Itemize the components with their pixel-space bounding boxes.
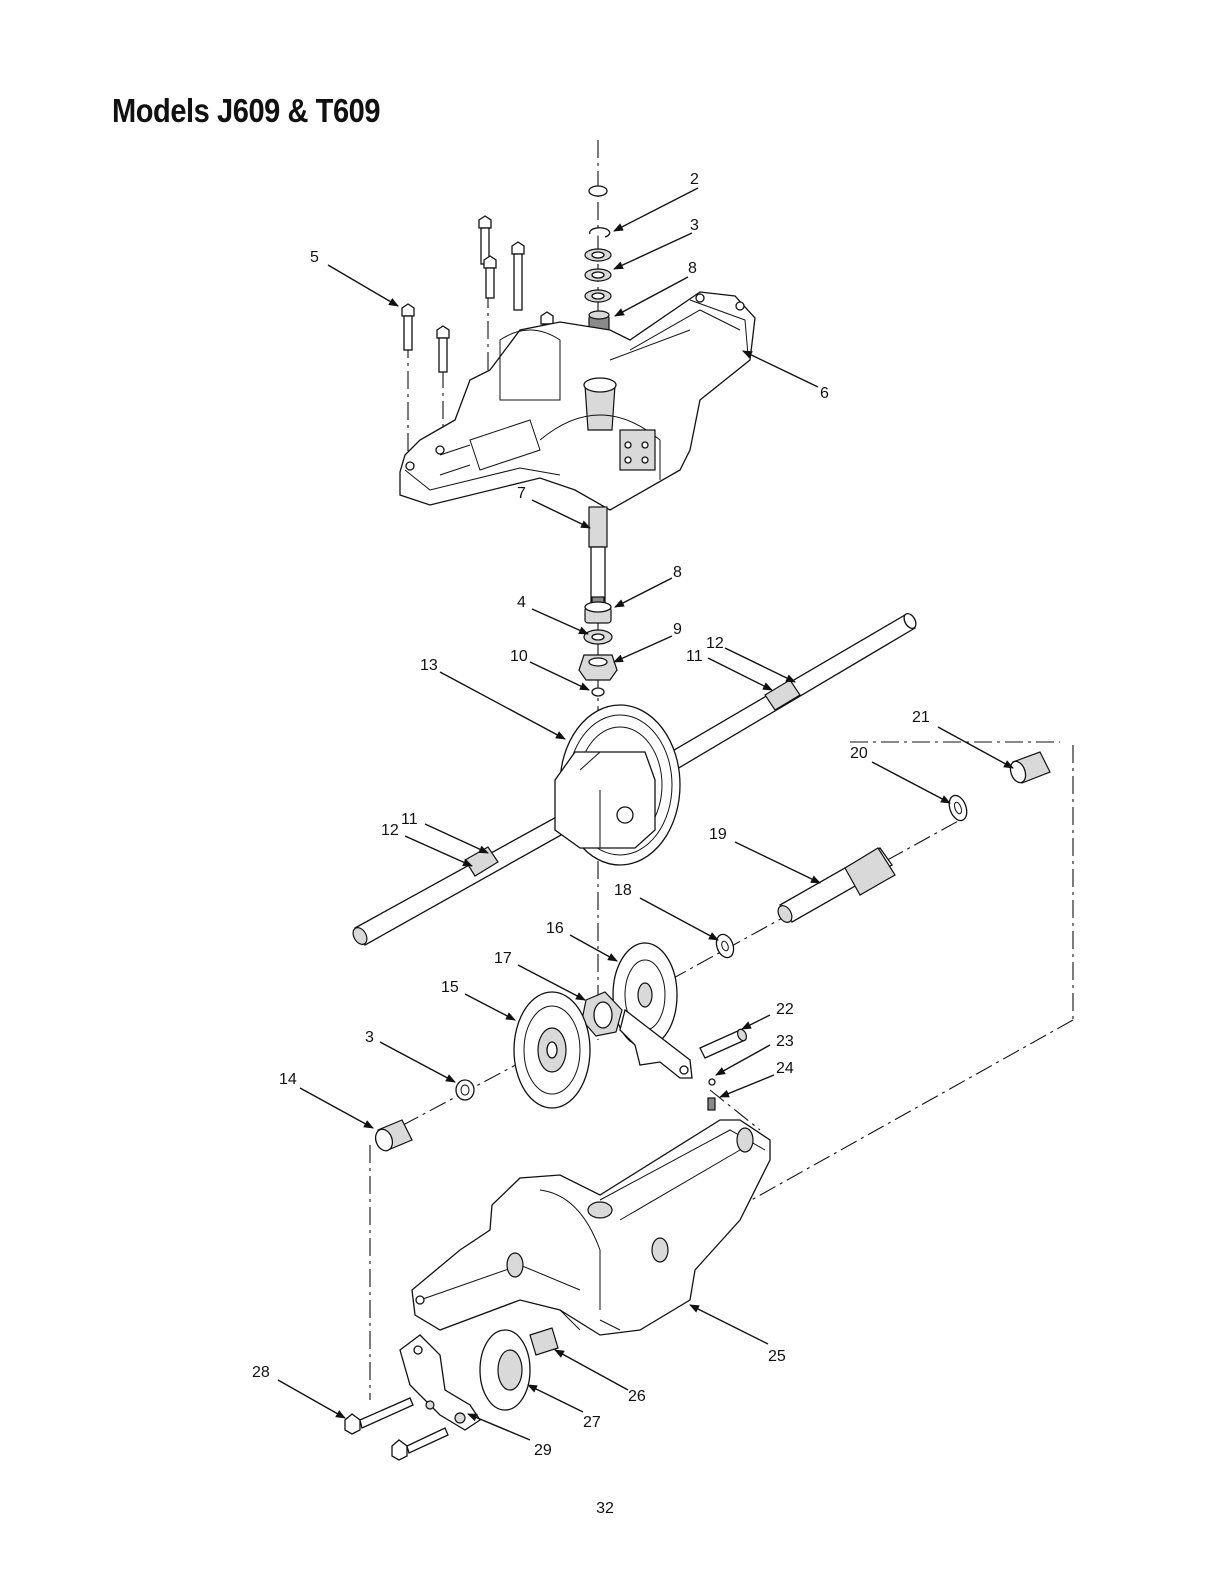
part-3-lower-washer — [455, 1079, 475, 1101]
callout-2: 2 — [690, 171, 699, 188]
callout-24: 24 — [776, 1060, 794, 1077]
callout-10: 10 — [510, 648, 528, 665]
part-27-pulley — [479, 1329, 531, 1411]
callout-27: 27 — [583, 1414, 601, 1431]
callout-13: 13 — [420, 657, 438, 674]
shift-arm — [619, 1008, 693, 1079]
part-15-pulley — [513, 991, 591, 1109]
part-8-upper-bearing — [588, 310, 610, 336]
part-20-washer — [948, 794, 968, 822]
part-23-ball — [708, 1078, 716, 1086]
callout-14: 14 — [279, 1071, 297, 1088]
part-7-input-shaft — [588, 506, 608, 610]
callout-25: 25 — [768, 1348, 786, 1365]
callout-5: 5 — [310, 249, 319, 266]
callout-12: 12 — [381, 822, 399, 839]
page-number: 32 — [596, 1500, 614, 1517]
callout-labels: 2 3 8 5 6 7 8 4 9 10 11 12 13 21 20 12 1… — [252, 171, 930, 1459]
part-3-eclip — [589, 227, 611, 238]
part-17-hub — [581, 991, 623, 1037]
callout-19: 19 — [709, 826, 727, 843]
washer-stack — [584, 248, 612, 303]
callout-21: 21 — [912, 709, 930, 726]
part-9-pinion-gear — [578, 654, 618, 681]
part-8-lower-bearing — [584, 601, 612, 624]
callout-3: 3 — [365, 1029, 374, 1046]
callout-16: 16 — [546, 920, 564, 937]
callout-26: 26 — [628, 1388, 646, 1405]
part-21-bushing — [1009, 751, 1051, 784]
callout-8: 8 — [688, 260, 697, 277]
part-2-ring — [588, 185, 608, 197]
part-26-key — [529, 1327, 559, 1356]
callout-18: 18 — [614, 882, 632, 899]
callout-11: 11 — [401, 811, 418, 828]
callout-leaders — [277, 187, 1014, 1441]
callout-28: 28 — [252, 1364, 270, 1381]
callout-22: 22 — [776, 1001, 794, 1018]
part-28-bolt — [344, 1397, 414, 1435]
callout-6: 6 — [820, 385, 829, 402]
part-18-washer — [715, 933, 735, 959]
callout-15: 15 — [441, 979, 459, 996]
callout-12: 12 — [706, 635, 724, 652]
part-29-brake-arm — [399, 1334, 481, 1431]
callout-23: 23 — [776, 1033, 794, 1050]
callout-29: 29 — [534, 1442, 552, 1459]
part-10-ring — [591, 687, 605, 697]
callout-8: 8 — [673, 564, 682, 581]
part-24-spring — [707, 1097, 716, 1111]
part-5-bolts — [401, 215, 554, 373]
axle-assembly — [352, 612, 917, 946]
lower-brake-bolt — [391, 1427, 449, 1461]
callout-3: 3 — [690, 217, 699, 234]
callout-20: 20 — [850, 745, 868, 762]
page-title: Models J609 & T609 — [112, 92, 381, 129]
part-25-lower-housing — [411, 1119, 771, 1336]
part-14-bushing — [374, 1119, 413, 1152]
callout-11: 11 — [686, 648, 703, 665]
part-19-shaft — [777, 847, 896, 923]
callout-9: 9 — [673, 621, 682, 638]
part-22-pin — [699, 1028, 748, 1059]
callout-7: 7 — [517, 485, 526, 502]
callout-4: 4 — [517, 594, 526, 611]
part-6-upper-housing — [399, 291, 756, 511]
part-4-washer — [583, 629, 613, 645]
callout-17: 17 — [494, 950, 512, 967]
